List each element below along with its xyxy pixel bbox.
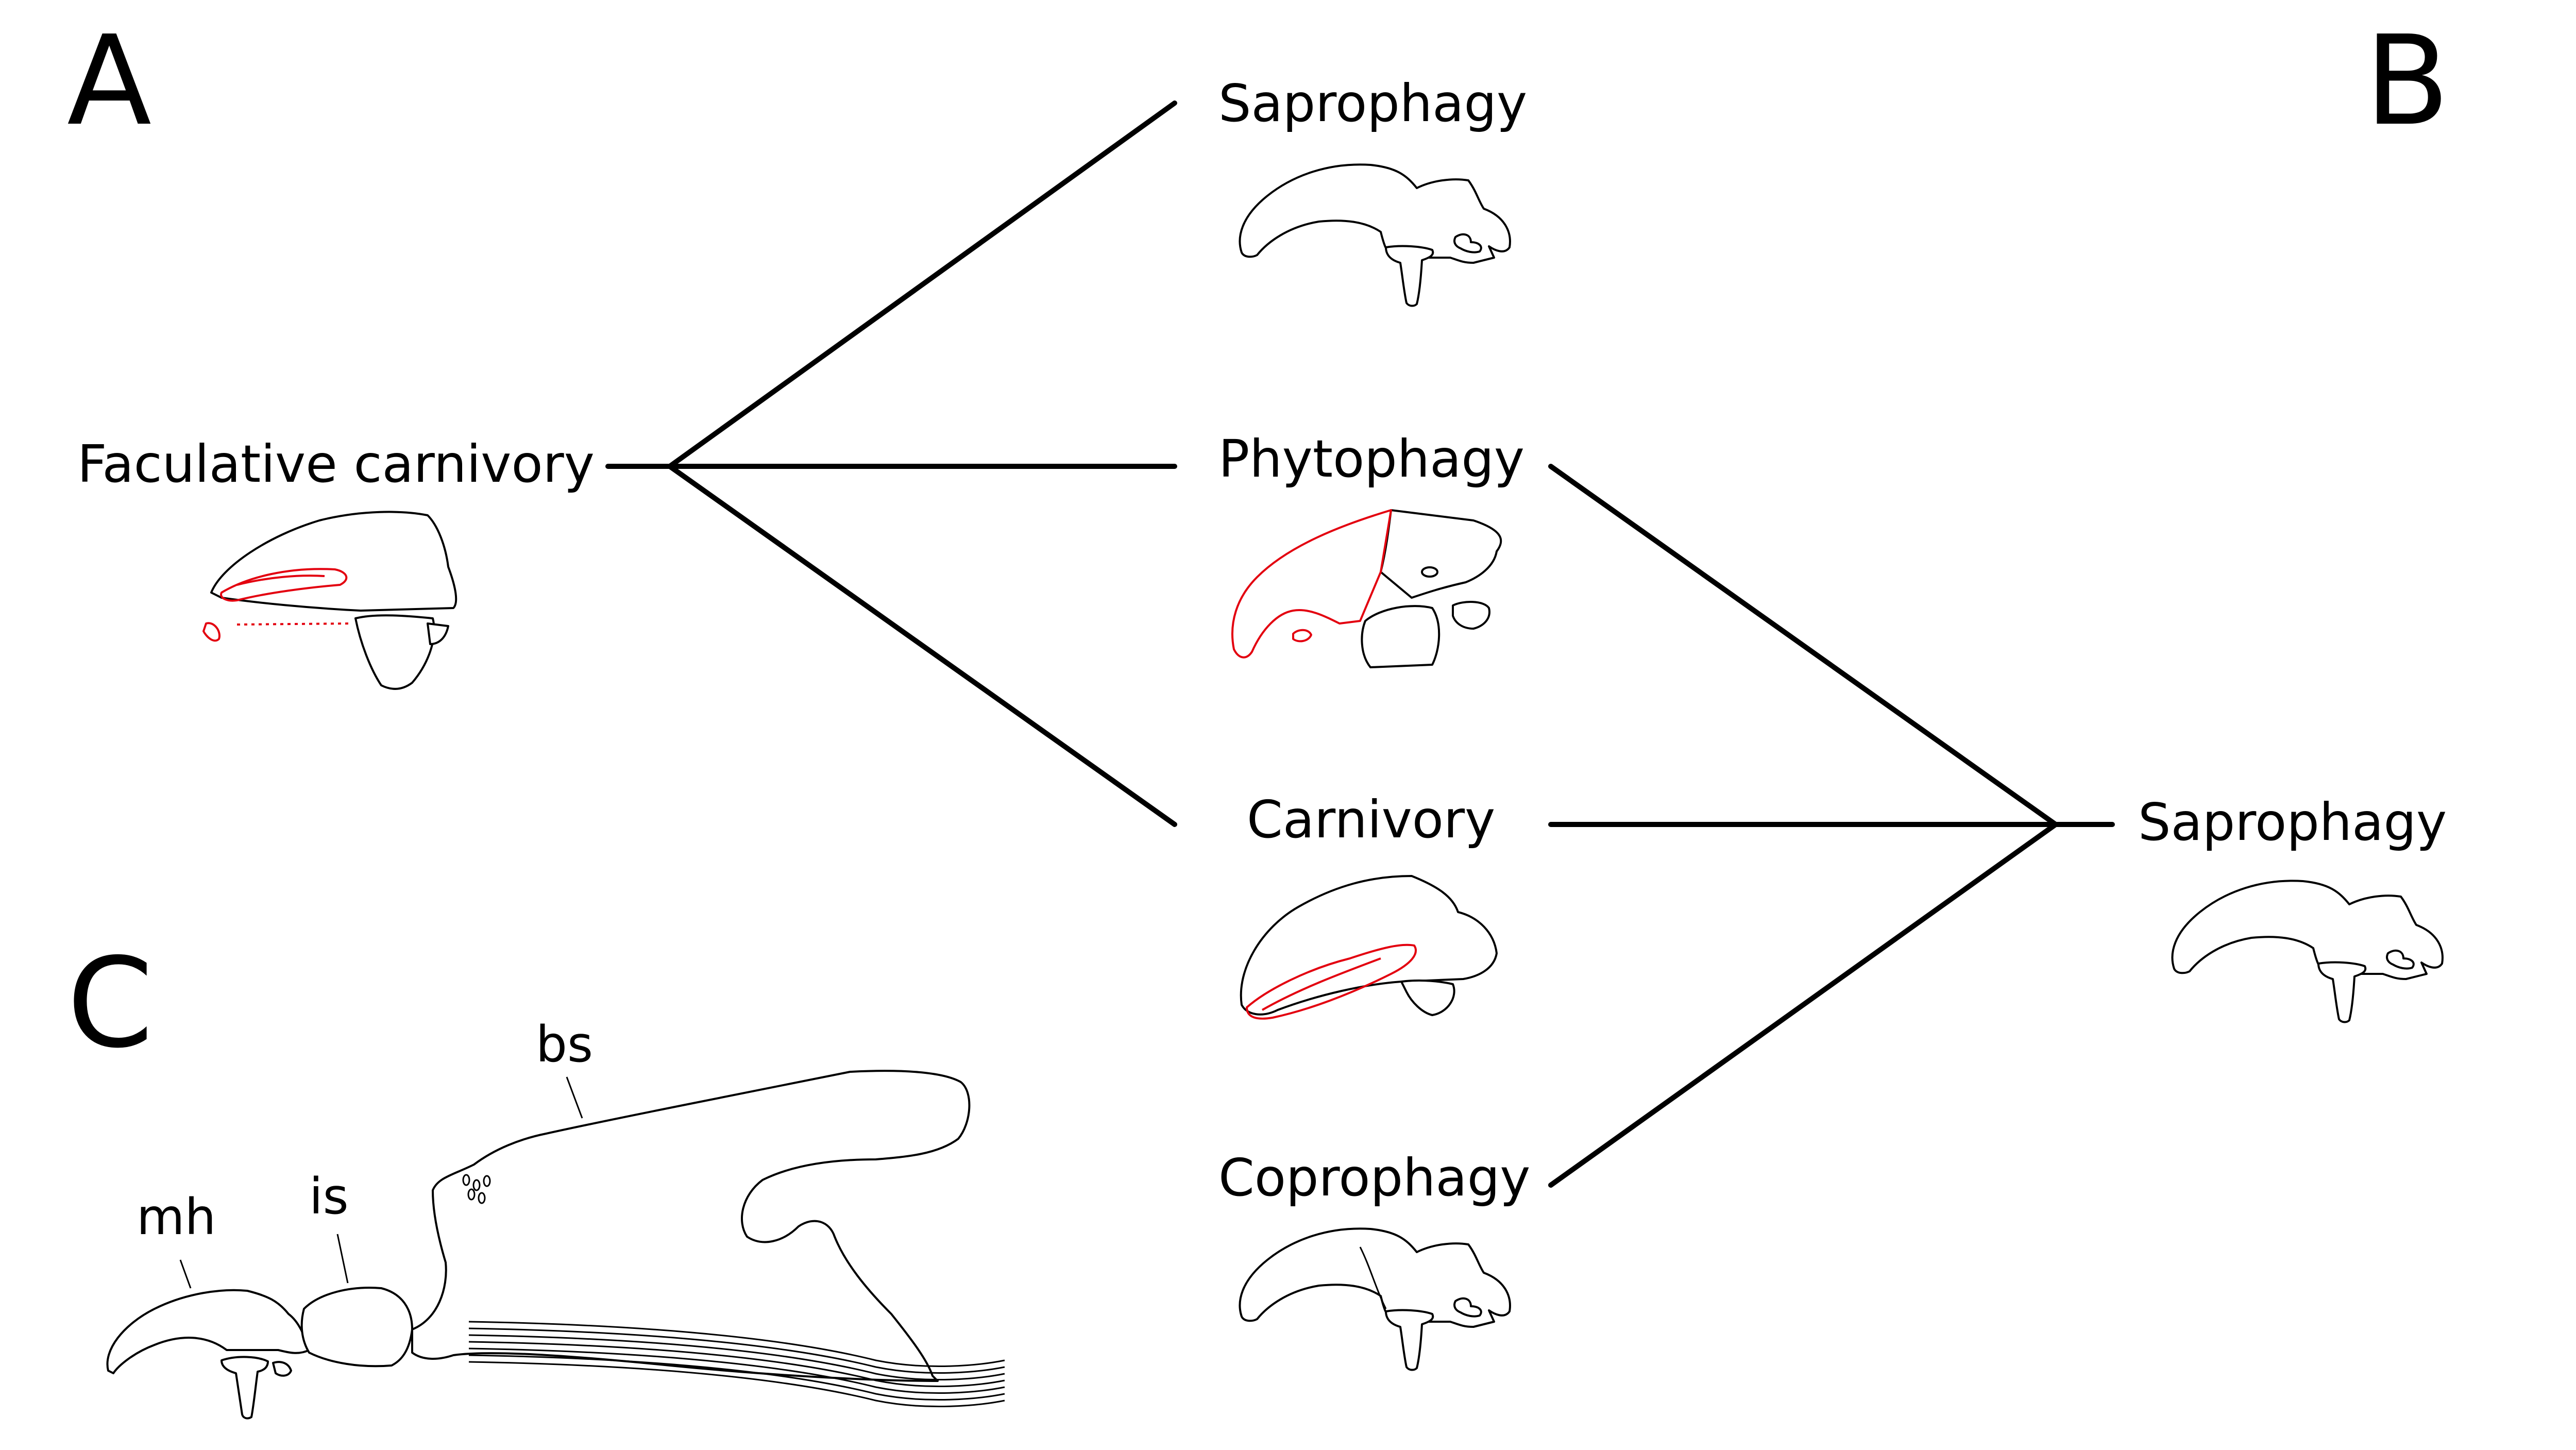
coprophagy-mouthhook-icon xyxy=(1239,1227,1511,1371)
root-label: Faculative carnivory xyxy=(77,434,595,494)
panel-b-root-label: Saprophagy xyxy=(2138,792,2447,852)
panel-letter-b: B xyxy=(2365,9,2450,153)
panel-letter-a: A xyxy=(67,9,151,153)
faculative-carnivory-mouthhook-icon xyxy=(202,511,457,690)
coprophagy-suture xyxy=(1359,1246,1387,1309)
label-mh: mh xyxy=(137,1188,216,1246)
node-label-phytophagy: Phytophagy xyxy=(1218,429,1524,489)
panel-b-saprophagy-mouthhook-icon xyxy=(2171,880,2444,1023)
node-label-carnivory: Carnivory xyxy=(1247,789,1495,850)
is-leader xyxy=(336,1234,349,1284)
carnivory-mouthhook-icon xyxy=(1240,875,1498,1020)
branch-saprophagy xyxy=(667,100,1177,469)
panel-c-skeleton xyxy=(106,1070,1005,1420)
merge-coprophagy xyxy=(1548,822,2058,1188)
panel-a-tree xyxy=(605,100,1177,827)
node-label-coprophagy: Coprophagy xyxy=(1218,1148,1530,1208)
phytophagy-mouthhook-icon xyxy=(1231,509,1502,668)
panel-b-tree xyxy=(1548,464,2115,1188)
bs-leader xyxy=(566,1076,583,1119)
panel-letter-c: C xyxy=(67,931,154,1075)
branch-carnivory xyxy=(667,464,1177,827)
merge-phytophagy xyxy=(1548,464,2058,827)
node-label-saprophagy: Saprophagy xyxy=(1218,73,1527,133)
saprophagy-mouthhook-icon xyxy=(1239,163,1511,307)
mh-leader xyxy=(179,1259,192,1289)
label-bs: bs xyxy=(536,1016,593,1073)
label-is: is xyxy=(309,1168,349,1225)
